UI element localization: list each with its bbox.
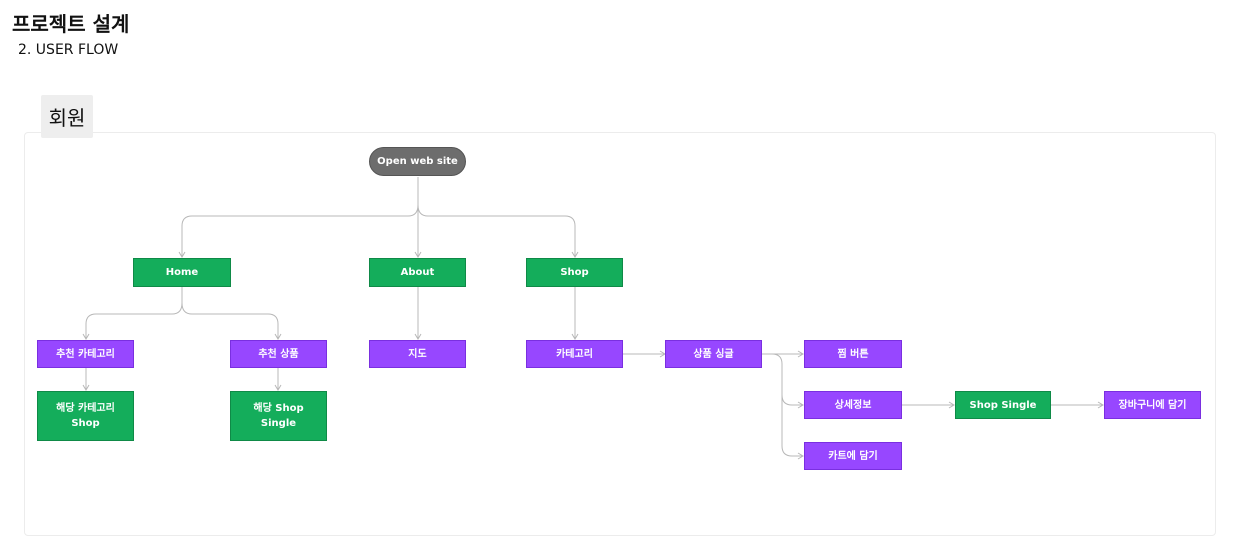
node-rec-product[interactable]: 추천 상품 [230, 340, 327, 368]
node-shop-single[interactable]: Shop Single [955, 391, 1051, 419]
page-title: 프로젝트 설계 [12, 12, 130, 36]
edge-home-rec-category [82, 287, 183, 340]
node-cart-add[interactable]: 카트에 담기 [804, 442, 902, 470]
node-open-web-site[interactable]: Open web site [369, 147, 466, 176]
node-home[interactable]: Home [133, 258, 231, 287]
node-rec-category[interactable]: 추천 카테고리 [37, 340, 134, 368]
node-category[interactable]: 카테고리 [526, 340, 623, 368]
node-shop[interactable]: Shop [526, 258, 623, 287]
section-tag: 회원 [41, 95, 93, 138]
node-product-single[interactable]: 상품 싱글 [665, 340, 762, 368]
flow-panel [24, 132, 1216, 536]
node-product-shop-single[interactable]: 해당 Shop Single [230, 391, 327, 441]
edge-product-detail [762, 353, 804, 409]
node-basket-add[interactable]: 장바구니에 담기 [1104, 391, 1201, 419]
edge-product-cart [781, 395, 804, 460]
edge-open-home [178, 177, 419, 258]
node-about[interactable]: About [369, 258, 466, 287]
node-category-shop[interactable]: 해당 카테고리 Shop [37, 391, 134, 441]
node-detail-info[interactable]: 상세정보 [804, 391, 902, 419]
edge-home-rec-product [181, 302, 282, 340]
edge-open-shop [417, 204, 579, 258]
page-subtitle: 2. USER FLOW [18, 42, 119, 58]
node-map[interactable]: 지도 [369, 340, 466, 368]
node-wish-button[interactable]: 찜 버튼 [804, 340, 902, 368]
